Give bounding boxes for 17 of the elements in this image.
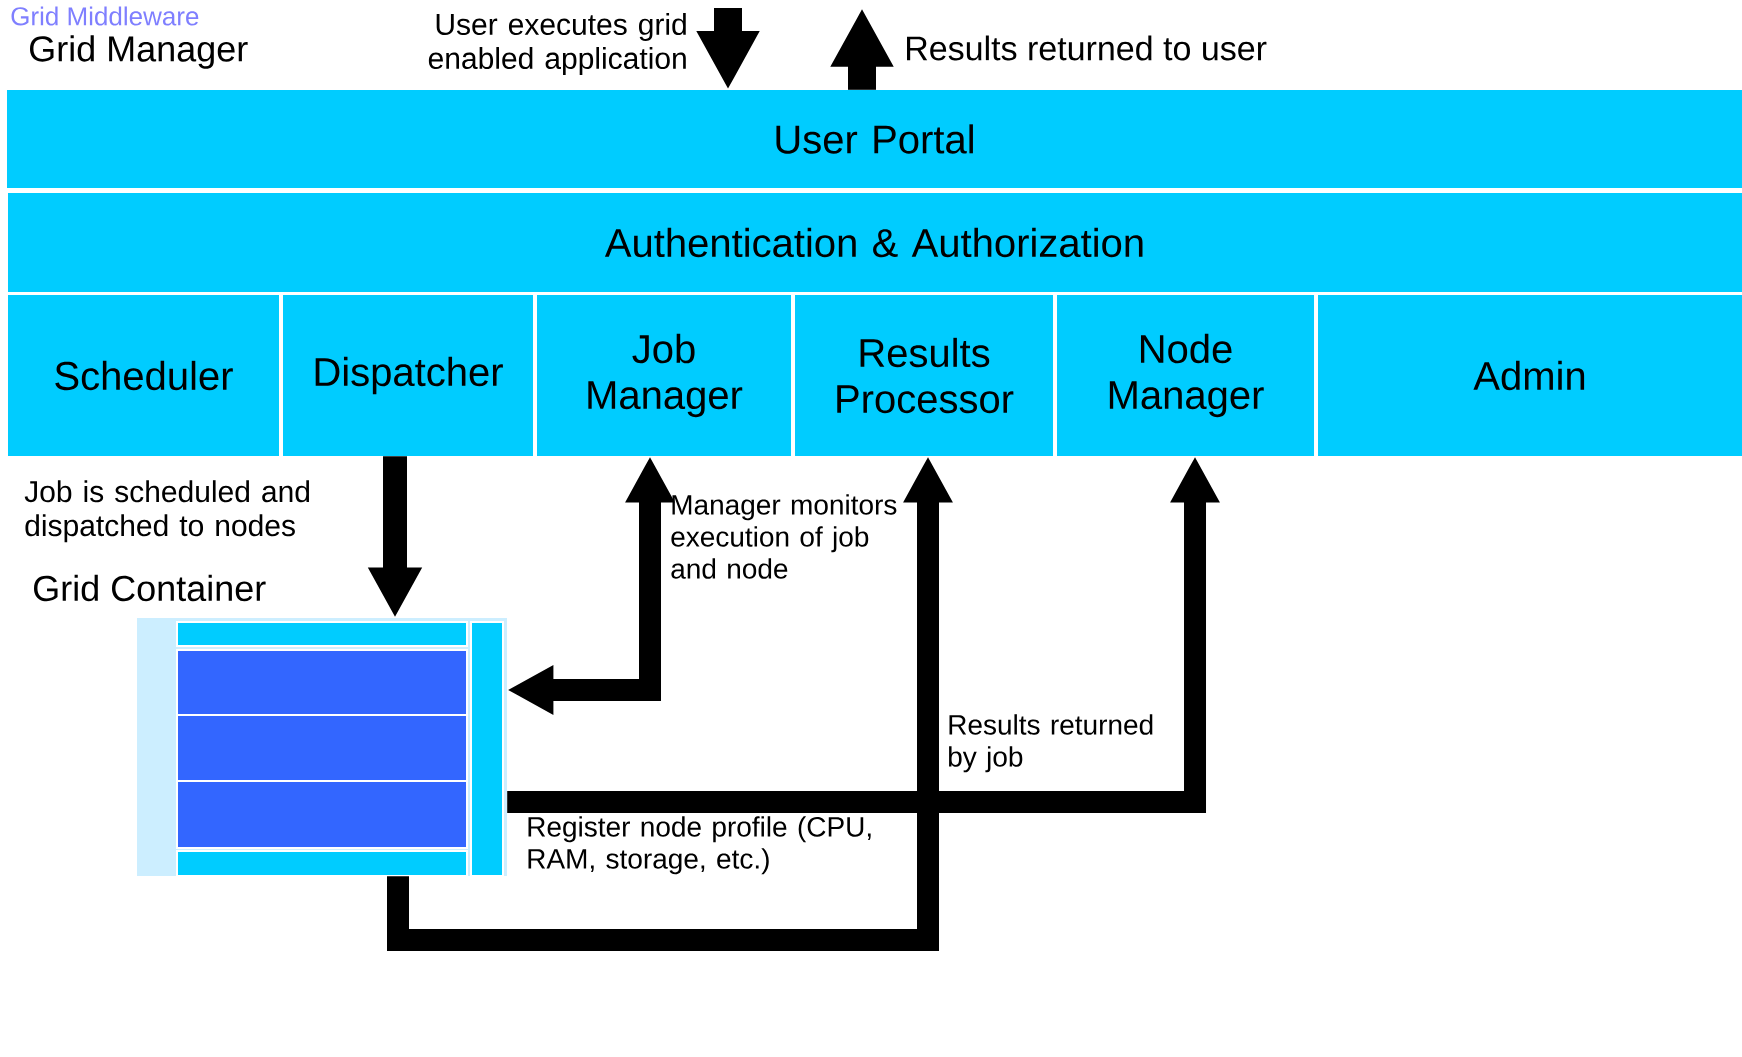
process-box: User Portal [7, 90, 1742, 188]
container-drawing [137, 618, 507, 877]
edge-label: User executes grid enabled application [428, 13, 686, 75]
process-box: Results Processor [795, 295, 1053, 456]
edge-label: Job is scheduled and dispatched to nodes [24, 480, 310, 543]
edge-label: Register node profile (CPU, RAM, storage, etc.) [528, 816, 871, 875]
process-box: Node Manager [1057, 295, 1314, 456]
title: Grid Middleware [11, 6, 199, 26]
process-box: Scheduler [8, 295, 279, 456]
process-box: Admin [1318, 295, 1742, 456]
process-box: Dispatcher [283, 295, 533, 456]
edge-label: Results returned by job [949, 714, 1153, 773]
edge-label: Manager monitors execution of job and node [671, 494, 897, 579]
edge-label: Results returned to user [907, 35, 1267, 61]
process-box: Job Manager [537, 295, 791, 456]
node-caption: Grid Container [34, 574, 266, 602]
process-box: Authentication & Authorization [8, 193, 1742, 292]
